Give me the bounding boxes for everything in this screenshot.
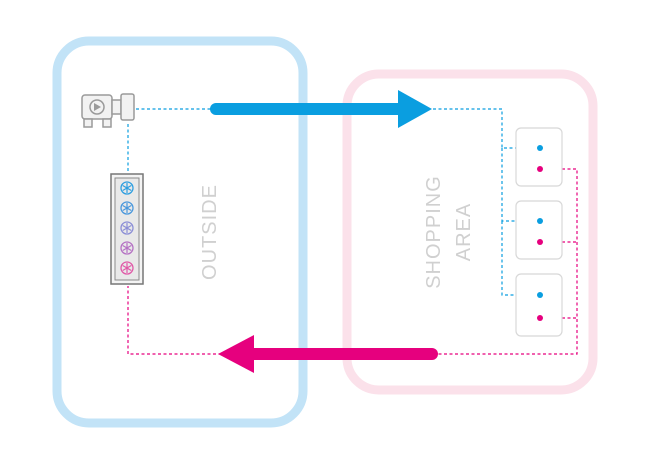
outside-zone xyxy=(52,36,308,428)
outside-label: OUTSIDE xyxy=(199,184,221,280)
supply-arrow xyxy=(210,90,432,128)
return-arrow xyxy=(218,335,438,373)
terminal-unit-icon xyxy=(515,200,563,260)
return-duct xyxy=(127,168,578,355)
shopping-area-zone xyxy=(342,69,598,395)
supply-duct xyxy=(127,108,540,296)
shopping-area-label-line1: SHOPPING xyxy=(423,175,445,289)
fan-array-icon xyxy=(110,173,144,285)
terminal-unit-icon xyxy=(515,273,563,337)
air-handling-unit-icon xyxy=(81,93,135,128)
terminal-unit-icon xyxy=(515,127,563,187)
shopping-area-label-line2: AREA xyxy=(453,203,475,261)
